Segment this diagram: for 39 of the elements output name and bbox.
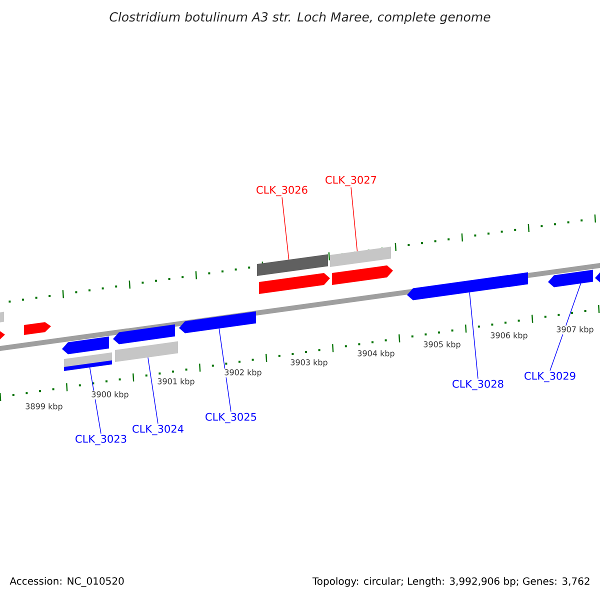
gene-label: CLK_3027 bbox=[326, 176, 376, 186]
leader-line bbox=[148, 357, 158, 424]
scale-label: 3899 kbp bbox=[26, 403, 62, 411]
gene-block bbox=[0, 330, 5, 341]
scale-label: 3902 kbp bbox=[224, 369, 262, 377]
leader-line bbox=[469, 292, 478, 380]
leader-line bbox=[218, 328, 232, 412]
gene-block bbox=[179, 311, 256, 334]
gene-label: CLK_3023 bbox=[76, 434, 126, 446]
accession-text: Accession: NC_010520 bbox=[10, 577, 124, 587]
genome-info-text: Topology: circular; Length: 3,992,906 bp; Genes: 3,762 bbox=[312, 577, 590, 587]
gene-block bbox=[332, 265, 393, 285]
gene-label: CLK_3029 bbox=[524, 372, 576, 382]
scale-label: 3904 kbp bbox=[358, 350, 394, 358]
gene-block bbox=[62, 336, 109, 354]
scale-label: 3901 kbp bbox=[158, 378, 194, 386]
scale-label: 3907 kbp bbox=[556, 326, 594, 334]
gene-block bbox=[24, 322, 51, 335]
gene-label: CLK_3026 bbox=[256, 186, 308, 196]
feature-bar bbox=[330, 246, 391, 267]
scale-label: 3905 kbp bbox=[424, 341, 460, 349]
feature-bar bbox=[64, 352, 112, 371]
scale-label: 3903 kbp bbox=[290, 359, 328, 367]
gene-block bbox=[548, 270, 593, 288]
gene-label: CLK_3028 bbox=[452, 380, 504, 390]
scale-label: 3906 kbp bbox=[490, 332, 528, 340]
leader-line bbox=[282, 197, 290, 260]
gene-block bbox=[407, 272, 528, 300]
gene-block bbox=[113, 324, 175, 344]
leader-line bbox=[350, 187, 358, 252]
feature-bar bbox=[257, 254, 328, 276]
title: Clostridium botulinum A3 str. Loch Maree, complete genome bbox=[110, 12, 490, 24]
feature-bar bbox=[0, 312, 4, 323]
gene-block bbox=[259, 273, 330, 294]
feature-bar bbox=[115, 341, 178, 362]
scale-label: 3900 kbp bbox=[92, 391, 128, 399]
gene-block bbox=[595, 270, 600, 284]
gene-label: CLK_3024 bbox=[132, 424, 184, 436]
gene-label: CLK_3025 bbox=[206, 412, 256, 424]
